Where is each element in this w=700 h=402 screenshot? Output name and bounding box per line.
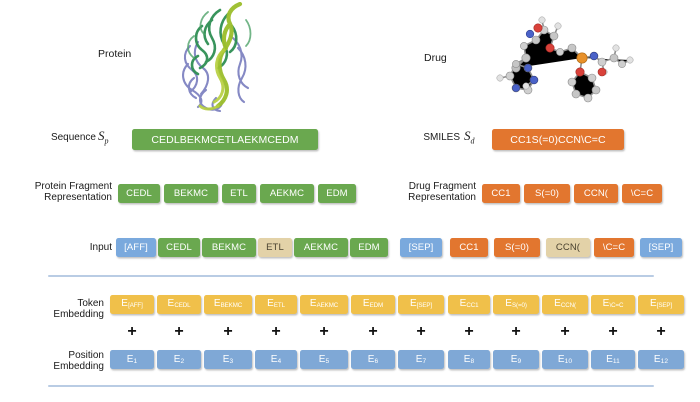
position-embedding-chip: E4 [255, 350, 297, 369]
protein-fragment-label: Protein Fragment Representation [34, 181, 112, 203]
protein-sequence-symbol: Sp [98, 128, 109, 146]
drug-fragment-label: Drug Fragment Representation [408, 181, 476, 203]
drug-sequence-symbol: Sd [464, 128, 475, 146]
drug-fragment-chip: CC1 [482, 184, 520, 203]
plus-operator: + [464, 323, 474, 340]
position-embedding-chip: E9 [493, 350, 539, 369]
plus-operator: + [319, 323, 329, 340]
input-token: EDM [350, 238, 388, 257]
drug-fragment-chip: CCN( [574, 184, 618, 203]
input-label: Input [89, 242, 112, 253]
protein-ribbon-structure-icon [168, 1, 266, 114]
drug-ball-and-stick-molecule-icon [486, 6, 634, 110]
token-embedding-label: Token Embedding [53, 298, 104, 320]
protein-fragment-chip: ETL [222, 184, 256, 203]
input-token: [SEP] [400, 238, 442, 257]
position-embedding-chip: E8 [448, 350, 490, 369]
token-embedding-chip: E\C=C [591, 295, 635, 314]
protein-fragment-chip: EDM [318, 184, 356, 203]
token-embedding-chip: EEDM [351, 295, 395, 314]
input-token: [AFF] [116, 238, 156, 257]
plus-operator: + [271, 323, 281, 340]
drug-smiles-bar: CC1S(=0)CCN\C=C [492, 129, 624, 150]
input-token: CC1 [450, 238, 488, 257]
token-embedding-chip: E[SEP] [638, 295, 684, 314]
position-embedding-chip: E12 [638, 350, 684, 369]
sequence-label: Sequence [50, 132, 96, 143]
protein-fragment-chip: CEDL [118, 184, 160, 203]
position-embedding-chip: E11 [591, 350, 635, 369]
divider-bottom [48, 385, 654, 387]
token-embedding-chip: ECEDL [157, 295, 201, 314]
drug-fragment-chip: \C=C [622, 184, 662, 203]
plus-operator: + [127, 323, 137, 340]
drug-fragment-chip: S(=0) [524, 184, 570, 203]
plus-operator: + [416, 323, 426, 340]
token-embedding-chip: EBEKMC [204, 295, 252, 314]
token-embedding-chip: EETL [255, 295, 297, 314]
token-embedding-chip: ECCN( [542, 295, 588, 314]
input-token: AEKMC [294, 238, 348, 257]
token-embedding-chip: E[SEP] [398, 295, 444, 314]
protein-fragment-chip: BEKMC [164, 184, 218, 203]
input-token-masked: CCN( [546, 238, 590, 257]
plus-operator: + [608, 323, 618, 340]
input-token: CEDL [158, 238, 200, 257]
input-token: BEKMC [202, 238, 256, 257]
input-token: [SEP] [640, 238, 682, 257]
plus-operator: + [656, 323, 666, 340]
protein-caption: Protein [98, 48, 132, 60]
input-token: \C=C [594, 238, 634, 257]
position-embedding-chip: E3 [204, 350, 252, 369]
protein-fragment-chip: AEKMC [260, 184, 314, 203]
input-token-masked: ETL [258, 238, 292, 257]
drug-caption: Drug [424, 52, 447, 64]
protein-sequence-bar: CEDLBEKMCETLAEKMCEDM [132, 129, 318, 150]
token-embedding-chip: EAEKMC [300, 295, 348, 314]
plus-operator: + [511, 323, 521, 340]
plus-operator: + [174, 323, 184, 340]
input-token: S(=0) [494, 238, 540, 257]
plus-operator: + [368, 323, 378, 340]
token-embedding-chip: E[AFF] [110, 295, 154, 314]
position-embedding-chip: E5 [300, 350, 348, 369]
token-embedding-chip: ES(=0) [493, 295, 539, 314]
divider-top [48, 275, 654, 277]
position-embedding-label: Position Embedding [53, 350, 104, 372]
position-embedding-chip: E6 [351, 350, 395, 369]
position-embedding-chip: E2 [157, 350, 201, 369]
position-embedding-chip: E7 [398, 350, 444, 369]
position-embedding-chip: E10 [542, 350, 588, 369]
token-embedding-chip: ECC1 [448, 295, 490, 314]
smiles-label: SMILES [423, 132, 460, 143]
plus-operator: + [560, 323, 570, 340]
plus-operator: + [223, 323, 233, 340]
position-embedding-chip: E1 [110, 350, 154, 369]
